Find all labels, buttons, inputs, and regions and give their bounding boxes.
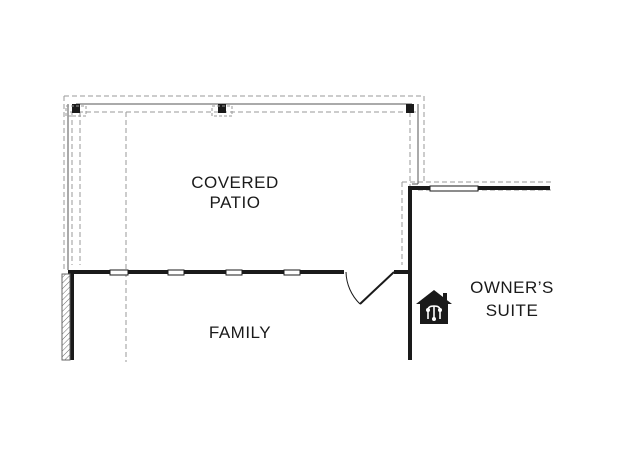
window-1 (109, 269, 129, 276)
room-label-covered-patio-line1: COVERED (191, 173, 279, 192)
exterior-walls (68, 186, 550, 360)
window-2 (167, 269, 185, 276)
roof-outline (63, 95, 552, 362)
patio-door (345, 271, 395, 305)
smart-home-icon (416, 290, 452, 324)
door-leaf (359, 271, 395, 305)
room-label-family: FAMILY (209, 323, 271, 342)
door-swing-arc (345, 271, 361, 305)
hatched-wall (61, 273, 71, 361)
window-3 (225, 269, 243, 276)
windows (109, 185, 479, 276)
window-4 (283, 269, 301, 276)
room-label-owners-suite-line2: SUITE (486, 301, 539, 320)
post-right (406, 104, 414, 113)
room-label-owners-suite-line1: OWNER’S (470, 278, 554, 297)
patio-posts (72, 104, 414, 113)
patio-beam (67, 103, 419, 270)
post-left (72, 104, 80, 113)
post-footings (65, 105, 233, 117)
window-suite (429, 185, 479, 192)
post-middle (218, 104, 226, 113)
room-label-covered-patio-line2: PATIO (210, 193, 261, 212)
